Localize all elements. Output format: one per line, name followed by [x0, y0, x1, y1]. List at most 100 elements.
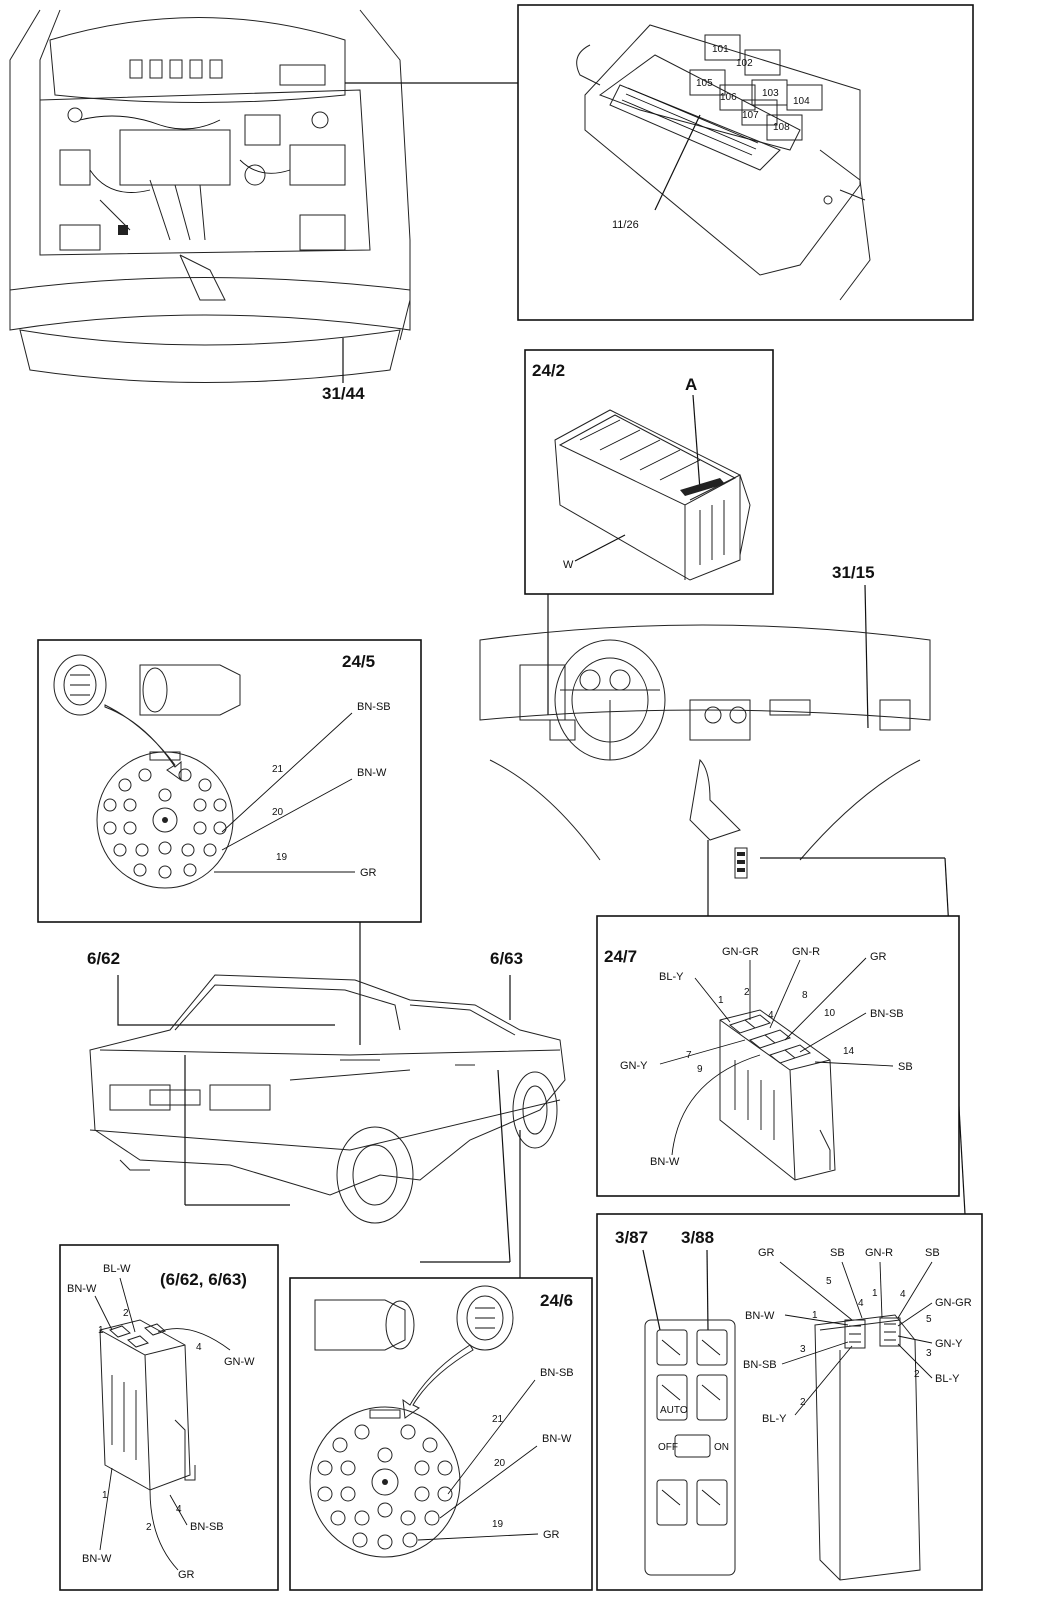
pin-number: 1	[98, 1325, 104, 1336]
wire-label: BN-SB	[190, 1521, 224, 1533]
wire-label: BN-SB	[540, 1367, 574, 1379]
dashboard-ref: 31/15	[832, 563, 875, 582]
wire-label: BL-Y	[935, 1373, 960, 1385]
wire-label: BN-W	[82, 1553, 112, 1565]
pin-number: 4	[900, 1289, 906, 1300]
connector-24-5-pin-face	[96, 751, 234, 889]
fuse-box-ref: 11/26	[612, 219, 639, 231]
pin-number: 1	[718, 995, 724, 1006]
wire-label: BN-SB	[357, 701, 391, 713]
pin-number: 2	[744, 987, 750, 998]
pin-number: 20	[272, 807, 284, 818]
pin-number: 5	[926, 1314, 932, 1325]
fuse-label: 103	[762, 88, 779, 99]
wire-label: BN-W	[542, 1433, 572, 1445]
car-ref-right: 6/63	[490, 949, 523, 968]
wire-label: BN-W	[745, 1310, 775, 1322]
relay-24-2-illustration	[554, 409, 751, 581]
fuse-label: 108	[773, 122, 790, 133]
pin-number: 19	[492, 1519, 504, 1530]
pin-number: 1	[872, 1288, 878, 1299]
wire-label: GR	[178, 1569, 195, 1581]
pin-number: 4	[196, 1342, 202, 1353]
pin-number: 21	[492, 1414, 504, 1425]
fuse-label: 101	[712, 44, 729, 55]
wire-label: GN-Y	[935, 1338, 963, 1350]
connector-24-6-pin-face	[309, 1406, 461, 1558]
pin-number: 2	[146, 1522, 152, 1533]
pin-number: 9	[697, 1064, 703, 1075]
engine-bay-ref: 31/44	[322, 384, 365, 403]
wire-label: SB	[830, 1247, 845, 1259]
pin-number: 8	[802, 990, 808, 1001]
motor-connector-panel	[59, 1244, 279, 1591]
fuse-label: 102	[736, 58, 753, 69]
sedan-illustration	[89, 974, 566, 1224]
wire-label: GN-R	[792, 946, 820, 958]
pin-number: 2	[123, 1308, 129, 1319]
pin-number: 4	[176, 1504, 182, 1515]
pin-number: 2	[800, 1397, 806, 1408]
wire-label: BL-Y	[762, 1413, 787, 1425]
connector-24-6-ref: 24/6	[540, 1291, 573, 1310]
motor-connector-ref: (6/62, 6/63)	[160, 1270, 247, 1289]
wire-label: GR	[870, 951, 887, 963]
connector-24-6-panel	[289, 1277, 593, 1591]
relay-24-2-panel	[524, 349, 774, 595]
wire-label: GR	[758, 1247, 775, 1259]
pin-number: 21	[272, 764, 284, 775]
wire-label: BN-W	[650, 1156, 680, 1168]
pin-number: 3	[800, 1344, 806, 1355]
fuse-label: 106	[720, 92, 737, 103]
switch-connector-illustration	[814, 1314, 921, 1581]
pin-number: 20	[494, 1458, 506, 1469]
pin-number: 10	[824, 1008, 836, 1019]
fuse-box-illustration: 101 102 103 104 105 106 107 108	[576, 24, 871, 301]
auto-label: AUTO	[660, 1405, 688, 1416]
fuse-label: 104	[793, 96, 810, 107]
wire-label: SB	[925, 1247, 940, 1259]
wire-label: GN-R	[865, 1247, 893, 1259]
pin-number: 5	[826, 1276, 832, 1287]
off-label: OFF	[658, 1442, 678, 1453]
wire-label: BN-W	[67, 1283, 97, 1295]
wire-label: SB	[898, 1061, 913, 1073]
pin-number: 19	[276, 852, 288, 863]
connector-24-7-ref: 24/7	[604, 947, 637, 966]
on-label: ON	[714, 1442, 729, 1453]
connector-24-7-panel	[596, 915, 960, 1197]
pin-number: 1	[102, 1490, 108, 1501]
window-switch-module-illustration	[644, 1319, 736, 1576]
pin-number: 2	[914, 1369, 920, 1380]
wire-label: GN-Y	[620, 1060, 648, 1072]
relay-marker-a: A	[685, 375, 697, 394]
fuse-label: 105	[696, 78, 713, 89]
car-ref-left: 6/62	[87, 949, 120, 968]
pin-number: 14	[843, 1046, 855, 1057]
motor-connector-illustration	[99, 1319, 196, 1491]
wire-label: BL-W	[103, 1263, 131, 1275]
pin-number: 4	[768, 1010, 774, 1021]
switch-ref-left: 3/87	[615, 1228, 648, 1247]
connector-24-5-ref: 24/5	[342, 652, 375, 671]
wire-label: BN-W	[357, 767, 387, 779]
wire-label: BL-Y	[659, 971, 684, 983]
relay-marker-w: W	[563, 559, 574, 571]
connector-24-7-illustration	[719, 1009, 836, 1181]
pin-number: 4	[858, 1298, 864, 1309]
switch-panel	[596, 1213, 983, 1591]
wire-label: BN-SB	[743, 1359, 777, 1371]
switch-ref-right: 3/88	[681, 1228, 714, 1247]
wire-label: GR	[360, 867, 377, 879]
wire-label: GN-GR	[935, 1297, 972, 1309]
wire-label: GR	[543, 1529, 560, 1541]
engine-bay-illustration	[9, 9, 411, 383]
wire-label: GN-GR	[722, 946, 759, 958]
connector-24-6-plug-illustration	[314, 1285, 514, 1419]
fuse-label: 107	[742, 110, 759, 121]
pin-number: 1	[812, 1310, 818, 1321]
dashboard-illustration	[479, 624, 931, 879]
connector-24-5-panel	[37, 639, 422, 923]
relay-24-2-ref: 24/2	[532, 361, 565, 380]
